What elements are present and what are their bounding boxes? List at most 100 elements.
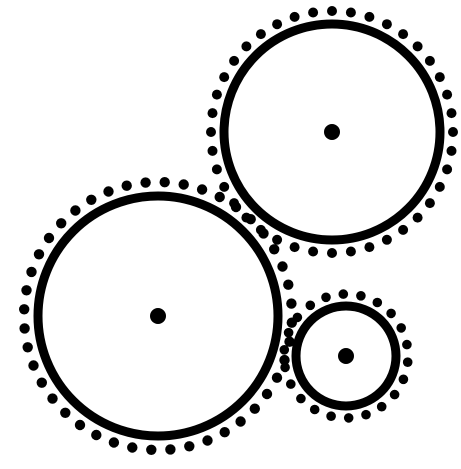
gear-tooth (250, 404, 260, 414)
gear-tooth (425, 56, 435, 66)
gear-tooth (447, 146, 457, 156)
gear-tooth (280, 363, 290, 373)
gear-tooth (19, 323, 29, 333)
gear-tooth (356, 291, 366, 301)
gear-tooth (435, 182, 445, 192)
gear-tooth (202, 435, 212, 445)
gear-tooth (308, 247, 318, 257)
gear-tooth (272, 19, 282, 29)
gear-tooth (361, 410, 371, 420)
gear-tooth (75, 420, 85, 430)
gear-tooth (327, 6, 337, 16)
gear-tooth (442, 90, 452, 100)
gear-tooth (208, 108, 218, 118)
gear-tooth (34, 249, 44, 259)
gear-tooth (413, 41, 423, 51)
gear-tooth (44, 233, 54, 243)
gear-tooth (269, 244, 279, 254)
gear-tooth (56, 218, 66, 228)
gear-tooth (283, 280, 293, 290)
gear-tooth (447, 108, 457, 118)
gear-tooth (435, 72, 445, 82)
gear-tooth (235, 416, 245, 426)
gear-hub (150, 308, 166, 324)
gear-tooth (277, 261, 287, 271)
gear-hub (324, 124, 340, 140)
gear-tooth (229, 198, 239, 208)
gear-tooth (256, 225, 266, 235)
gear-tooth (442, 164, 452, 174)
gear-tooth (179, 179, 189, 189)
gear-tooth (290, 12, 300, 22)
gear-large (19, 177, 297, 455)
gear-tooth (308, 8, 318, 18)
gear-tooth (382, 235, 392, 245)
gear-tooth (212, 90, 222, 100)
gear-tooth (212, 164, 222, 174)
gear-small (280, 289, 413, 422)
gear-tooth (286, 298, 296, 308)
gear-tooth (122, 181, 132, 191)
gear-tooth (398, 29, 408, 39)
gear-tooth (127, 442, 137, 452)
gear-tooth (326, 411, 336, 421)
gear-tooth (272, 235, 282, 245)
gear-tooth (109, 437, 119, 447)
gear-tooth (364, 12, 374, 22)
gear-tooth (165, 444, 175, 454)
gear-tooth (21, 285, 31, 295)
gear-tooth (219, 182, 229, 192)
gear-tooth (399, 375, 409, 385)
gear-tooth (386, 309, 396, 319)
gear-tooth (262, 389, 272, 399)
gear-tooth (47, 393, 57, 403)
gear-tooth (91, 430, 101, 440)
gear-tooth (286, 379, 296, 389)
gear-tooth (23, 342, 33, 352)
gear-tooth (70, 205, 80, 215)
gear-tooth (160, 177, 170, 187)
gear-tooth (339, 289, 349, 299)
gear-tooth (60, 408, 70, 418)
gear-tooth (398, 225, 408, 235)
gear-tooth (256, 29, 266, 39)
gear-tooth (448, 127, 458, 137)
gear-tooth (241, 41, 251, 51)
gear-tooth (146, 445, 156, 455)
gear-tooth (390, 390, 400, 400)
gear-tooth (241, 213, 251, 223)
gear-tooth (19, 304, 29, 314)
gear-tooth (280, 345, 290, 355)
gear-tooth (140, 177, 150, 187)
gear-tooth (293, 313, 303, 323)
gear-tooth (229, 56, 239, 66)
gear-tooth (382, 19, 392, 29)
gear-tooth (37, 378, 47, 388)
gear-tooth (425, 198, 435, 208)
gear-tooth (310, 405, 320, 415)
gear-tooth (296, 394, 306, 404)
gear-tooth (272, 373, 282, 383)
gear-tooth (215, 192, 225, 202)
gear-tooth (220, 427, 230, 437)
gear-tooth (396, 323, 406, 333)
gear-tooth (290, 242, 300, 252)
gear-tooth (346, 247, 356, 257)
gear-tooth (284, 328, 294, 338)
gear-tooth (373, 298, 383, 308)
gear-tooth (28, 360, 38, 370)
gear-tooth (321, 293, 331, 303)
gear-medium (206, 6, 458, 258)
gear-tooth (377, 402, 387, 412)
gear-tooth (344, 413, 354, 423)
gear-tooth (184, 441, 194, 451)
gear-tooth (403, 357, 413, 367)
gear-tooth (306, 301, 316, 311)
gear-tooth (206, 127, 216, 137)
gear-tooth (327, 248, 337, 258)
gear-tooth (219, 72, 229, 82)
gear-tooth (208, 146, 218, 156)
gear-tooth (346, 8, 356, 18)
gear-tooth (86, 195, 96, 205)
